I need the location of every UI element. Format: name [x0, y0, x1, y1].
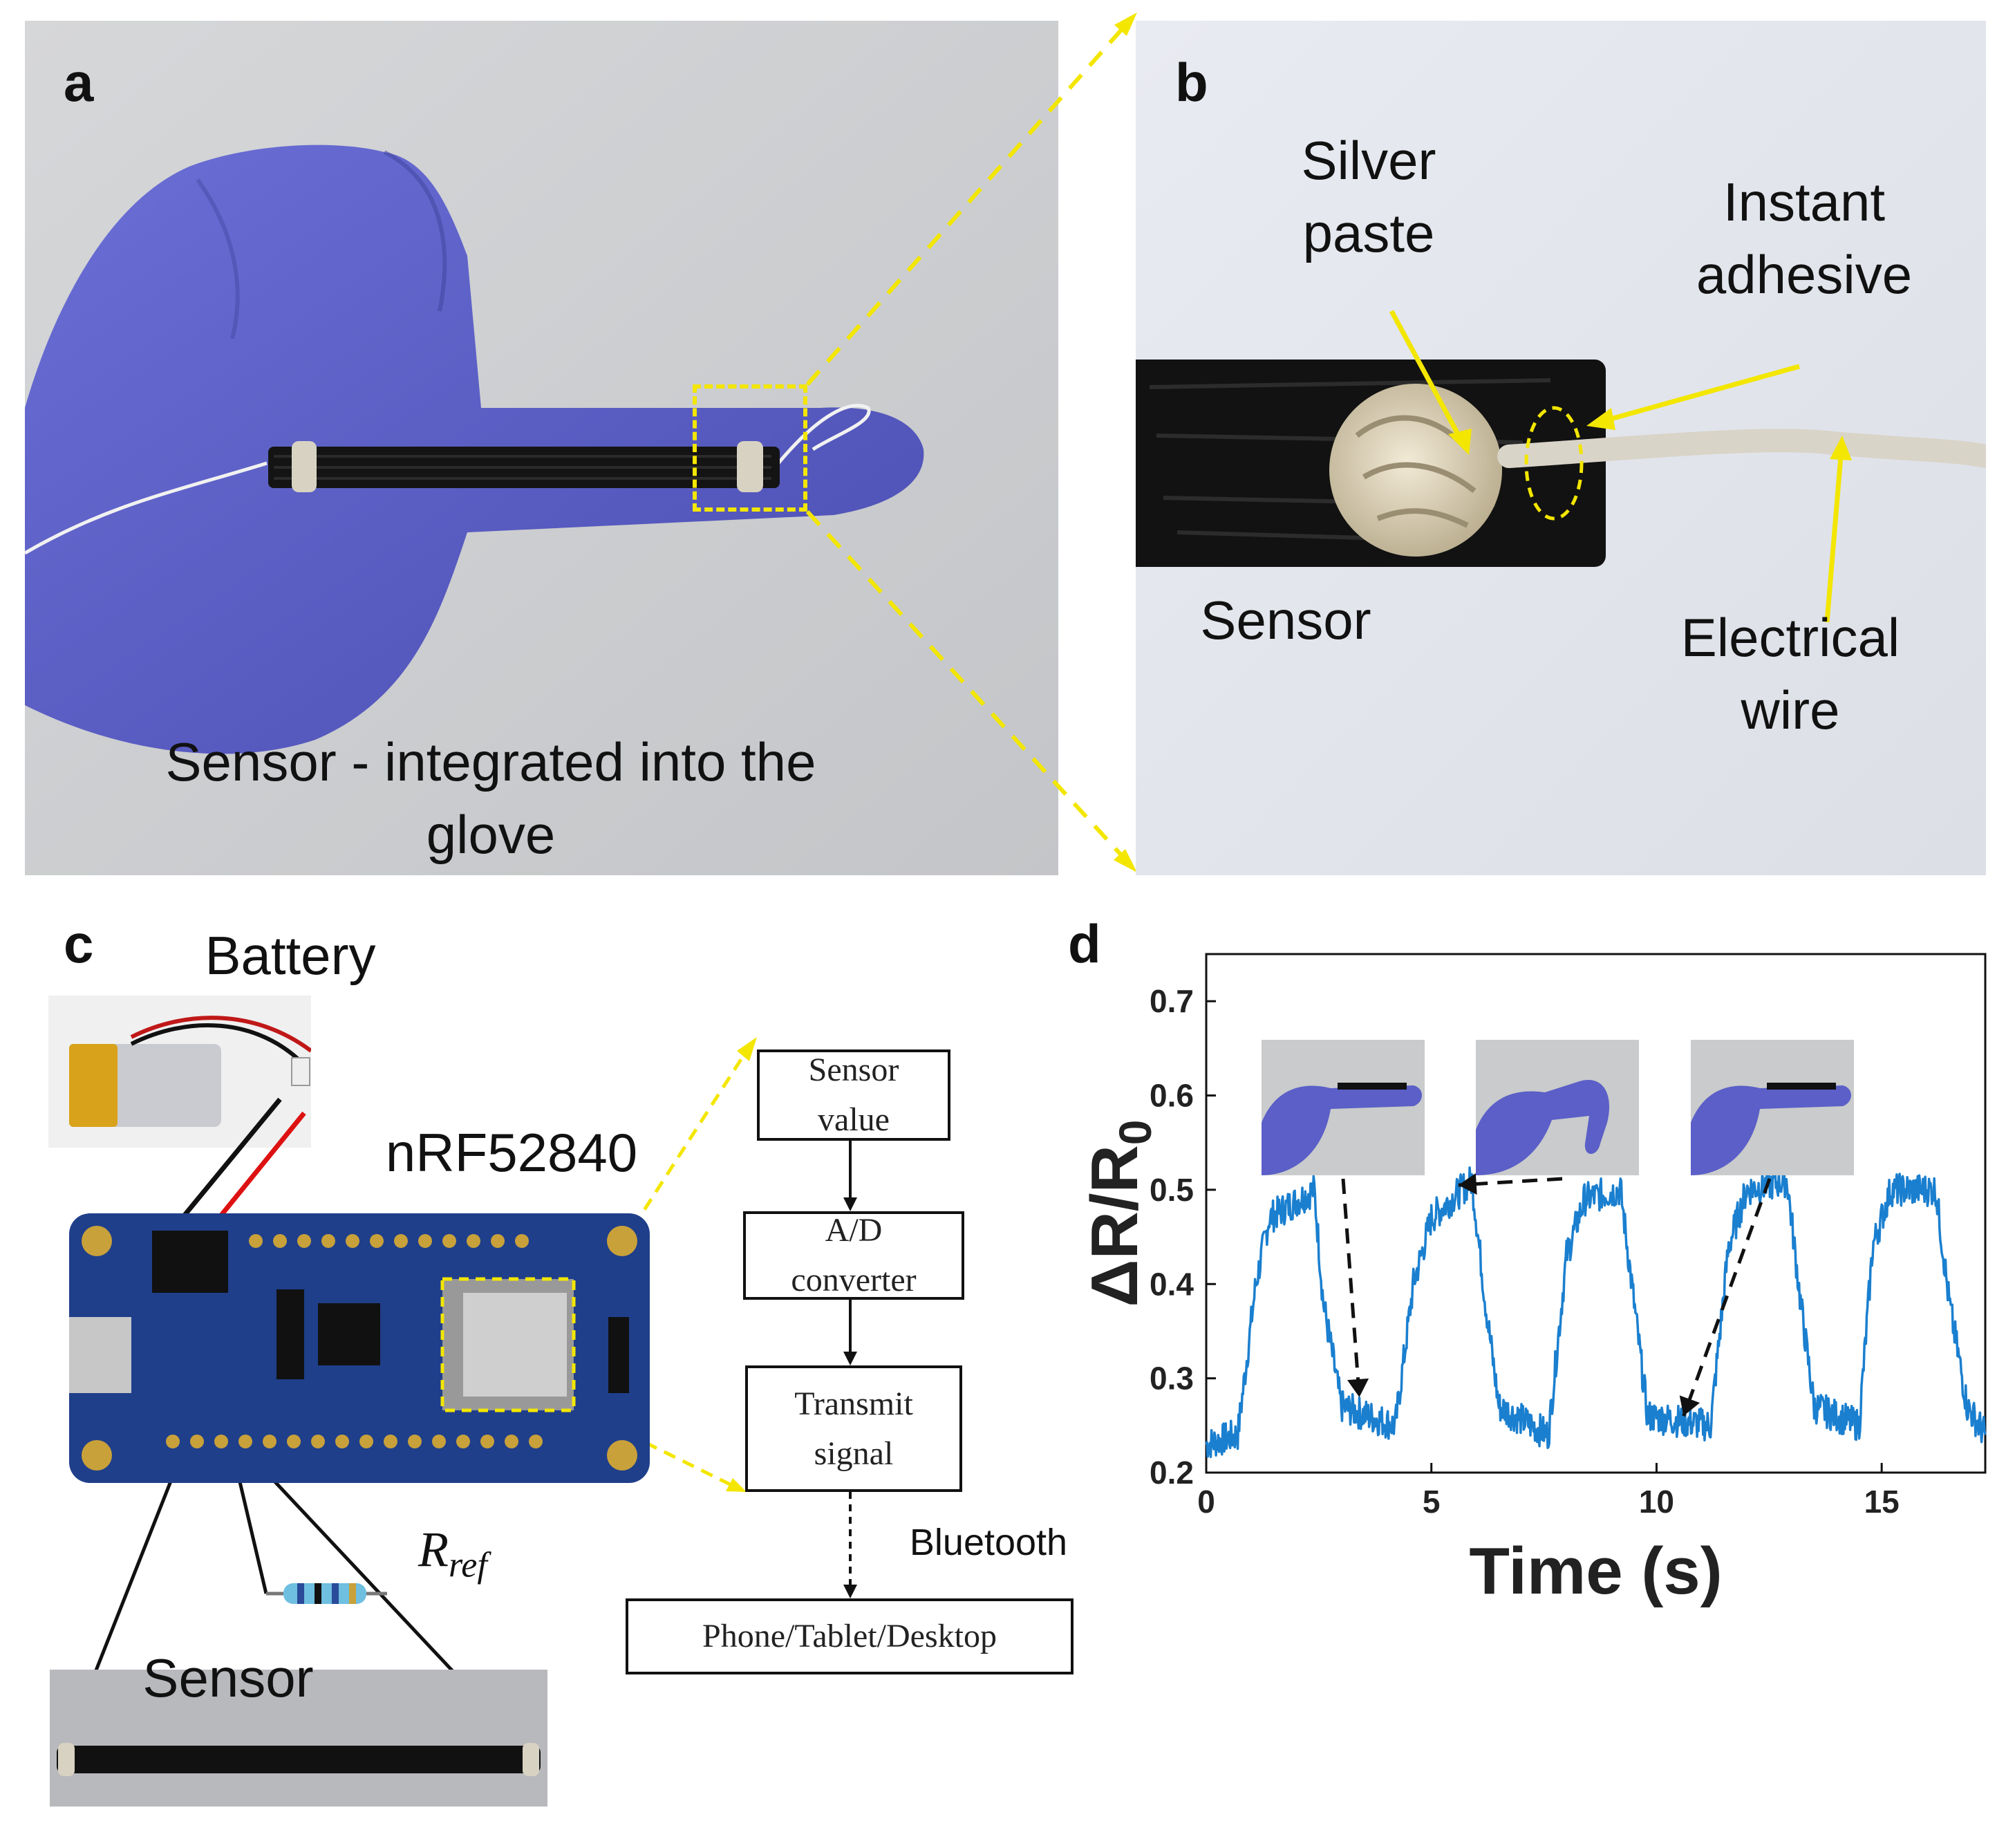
x-tick-label: 15 [1864, 1484, 1900, 1520]
battery-label: Battery [205, 925, 376, 986]
y-axis-label: ΔR/R0 [1078, 1119, 1161, 1307]
y-axis-label-sub: 0 [1109, 1119, 1161, 1145]
label-sensor-b: Sensor [1200, 590, 1371, 651]
zoom-connector-lines [805, 12, 1137, 872]
label-electrical-wire-1: Electrical [1680, 607, 1900, 668]
flow-device: Phone/Tablet/Desktop [626, 1598, 1074, 1674]
pointer-arrow [1341, 1178, 1361, 1398]
panel-a-letter: a [64, 52, 94, 113]
y-tick-label: 0.7 [1150, 983, 1194, 1019]
label-silver-paste-1: Silver [1301, 130, 1436, 191]
x-tick-label: 0 [1197, 1484, 1215, 1520]
panel-c-letter: c [64, 913, 94, 974]
glove-photo-image [25, 21, 1058, 875]
rref-main: R [418, 1522, 449, 1577]
rref-label: Rref [418, 1521, 487, 1585]
flow-transmit: Transmit signal [745, 1365, 962, 1492]
x-tick-label: 5 [1423, 1484, 1441, 1520]
y-tick-label: 0.4 [1150, 1266, 1194, 1302]
rref-sub: ref [448, 1545, 487, 1585]
label-instant-adhesive-1: Instant [1723, 171, 1886, 232]
gesture-inset-straight-1 [1262, 1040, 1425, 1175]
y-tick-label: 0.5 [1150, 1172, 1194, 1208]
board-label: nRF52840 [385, 1122, 638, 1183]
panel-d-letter: d [1068, 913, 1101, 974]
highlight-box [693, 384, 807, 512]
nrf52840-board [69, 1213, 650, 1483]
sensor-strip-image [57, 1743, 541, 1776]
gesture-inset-bent [1476, 1040, 1639, 1175]
gesture-inset-straight-2 [1691, 1040, 1854, 1175]
finger-straight-icon-2 [1691, 1083, 1851, 1175]
plot-frame [1205, 953, 1987, 1474]
bluetooth-label: Bluetooth [909, 1522, 1068, 1563]
panel-a-caption-line2: glove [426, 804, 556, 865]
flow-sensor-value: Sensor value [757, 1049, 950, 1141]
y-tick-label: 0.3 [1150, 1361, 1194, 1397]
x-tick-label: 10 [1639, 1484, 1674, 1520]
flow-adc: A/D converter [743, 1211, 964, 1300]
board-image [69, 1226, 637, 1471]
pointer-arrowhead [1679, 1395, 1700, 1417]
pointer-arrow [1682, 1178, 1772, 1417]
pointer-arrowhead [1347, 1378, 1369, 1397]
label-silver-paste-2: paste [1302, 203, 1435, 263]
sensor-photo-c [50, 1670, 547, 1807]
y-tick-label: 0.2 [1150, 1455, 1194, 1491]
pointer-arrowhead [1458, 1173, 1477, 1195]
panel-b-letter: b [1175, 52, 1208, 113]
label-instant-adhesive-2: adhesive [1696, 244, 1913, 305]
finger-bent-icon [1476, 1080, 1610, 1175]
x-axis-label: Time (s) [1469, 1534, 1722, 1608]
sensor-closeup-image [1136, 21, 1986, 875]
label-electrical-wire-2: wire [1741, 680, 1840, 740]
panel-a-caption-line1: Sensor - integrated into the [165, 731, 816, 792]
y-tick-label: 0.6 [1150, 1078, 1194, 1114]
panel-a-photo [25, 21, 1058, 875]
battery-image [69, 1016, 311, 1127]
battery-photo [48, 996, 311, 1148]
panel-b-photo [1136, 21, 1986, 875]
finger-straight-icon [1262, 1083, 1422, 1175]
sensor-label-c: Sensor [142, 1648, 314, 1708]
series-line [1205, 1164, 1987, 1459]
